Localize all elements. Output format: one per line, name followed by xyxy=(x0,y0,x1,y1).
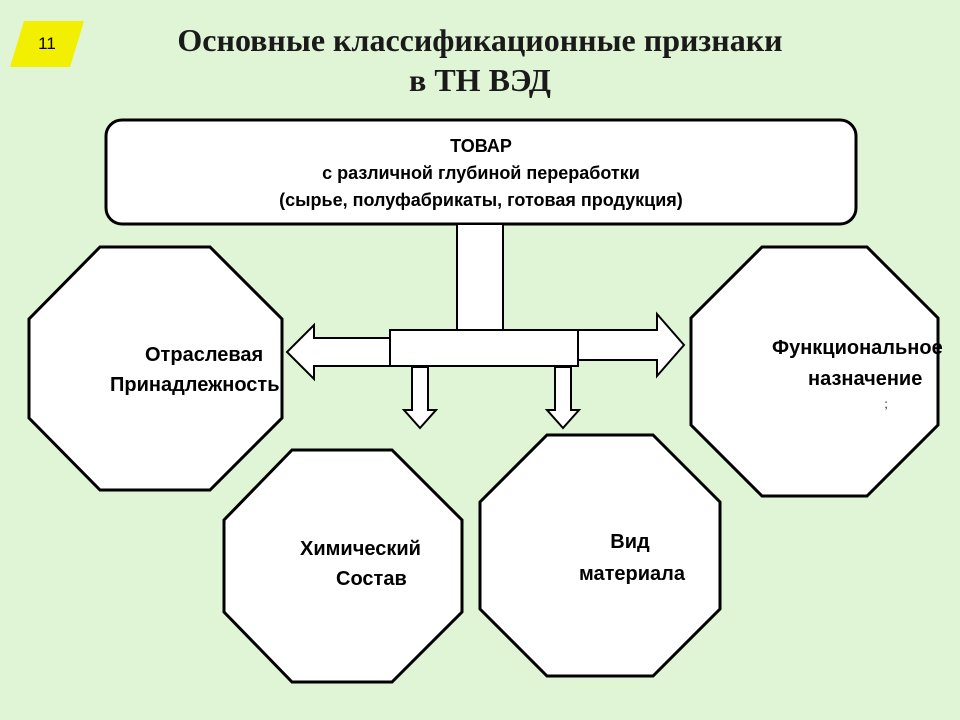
badge-shape xyxy=(10,21,84,67)
industry-label-line2: Принадлежность xyxy=(110,374,280,396)
chemical-label-line1: Химический xyxy=(300,538,421,560)
material-label-line1: Вид xyxy=(610,531,650,553)
function-label-line1: Функциональное xyxy=(772,337,943,359)
hub-box xyxy=(389,329,579,367)
title-line-2: в ТН ВЭД xyxy=(409,62,551,98)
slide-number: 11 xyxy=(38,34,56,53)
octagon-material xyxy=(478,433,722,678)
page-title: Основные классификационные признаки в ТН… xyxy=(100,20,860,100)
goods-box-text: ТОВАР с различной глубиной переработки (… xyxy=(108,133,854,214)
arrow-down-left xyxy=(401,366,439,430)
goods-title: ТОВАР xyxy=(450,136,512,156)
vertical-connector xyxy=(456,223,504,331)
arrow-left xyxy=(285,322,391,382)
slide-number-badge: 11 xyxy=(10,21,84,67)
arrow-right xyxy=(577,311,686,379)
industry-label-line1: Отраслевая xyxy=(145,344,264,366)
function-label-line2: назначение xyxy=(808,368,923,390)
function-mark: ; xyxy=(884,397,888,411)
title-line-1: Основные классификационные признаки xyxy=(177,22,783,58)
arrow-down-right xyxy=(544,366,582,430)
material-label-line2: материала xyxy=(578,563,686,585)
octagon-industry xyxy=(27,245,284,492)
goods-examples: (сырье, полуфабрикаты, готовая продукция… xyxy=(279,190,683,210)
goods-subtitle: с различной глубиной переработки xyxy=(322,163,640,183)
octagon-chemical xyxy=(222,448,464,684)
chemical-label-line2: Состав xyxy=(336,568,407,590)
octagon-function xyxy=(689,245,940,498)
